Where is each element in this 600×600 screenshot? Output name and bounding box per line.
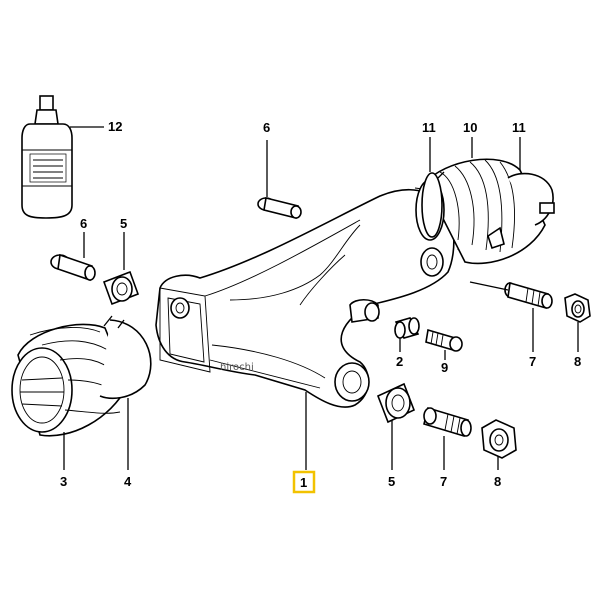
snap-ring-part[interactable] bbox=[99, 315, 152, 400]
bottle-part[interactable] bbox=[21, 95, 73, 219]
callout-7-upper[interactable]: 7 bbox=[529, 354, 536, 369]
hose-clamp-11-right[interactable] bbox=[487, 172, 555, 250]
stud-7-lower[interactable] bbox=[423, 406, 472, 438]
callout-11-left[interactable]: 11 bbox=[422, 120, 436, 135]
callout-5-upper[interactable]: 5 bbox=[120, 216, 127, 231]
callout-9[interactable]: 9 bbox=[441, 360, 448, 375]
bearing-5-upper[interactable] bbox=[102, 270, 140, 306]
callout-1[interactable]: 1 bbox=[300, 475, 307, 490]
nut-8-lower[interactable] bbox=[481, 419, 517, 459]
stud-7-upper[interactable] bbox=[504, 281, 553, 310]
bolt-6-top[interactable] bbox=[257, 197, 302, 219]
callout-8-lower[interactable]: 8 bbox=[494, 474, 501, 489]
hose-clamp-11-left[interactable] bbox=[421, 171, 445, 238]
rubber-boot-part[interactable] bbox=[11, 323, 129, 437]
bolt-6-left[interactable] bbox=[50, 253, 96, 282]
callout-11-right[interactable]: 11 bbox=[512, 120, 526, 135]
bearing-5-lower[interactable] bbox=[376, 382, 416, 424]
spacer-sleeve-part[interactable] bbox=[394, 317, 420, 339]
watermark: hirochi bbox=[220, 362, 254, 373]
nut-8-upper[interactable] bbox=[564, 293, 591, 323]
callout-3[interactable]: 3 bbox=[60, 474, 67, 489]
callout-12[interactable]: 12 bbox=[108, 119, 122, 134]
callout-8-upper[interactable]: 8 bbox=[574, 354, 581, 369]
swing-arm-part[interactable] bbox=[155, 187, 459, 408]
callout-5-lower[interactable]: 5 bbox=[388, 474, 395, 489]
callout-2[interactable]: 2 bbox=[396, 354, 403, 369]
callout-6-left[interactable]: 6 bbox=[80, 216, 87, 231]
callout-10[interactable]: 10 bbox=[463, 120, 477, 135]
callout-6-top[interactable]: 6 bbox=[263, 120, 270, 135]
callout-7-lower[interactable]: 7 bbox=[440, 474, 447, 489]
callout-4[interactable]: 4 bbox=[124, 474, 132, 489]
part-1-highlight-box bbox=[292, 470, 316, 494]
screw-9-part[interactable] bbox=[425, 328, 463, 352]
